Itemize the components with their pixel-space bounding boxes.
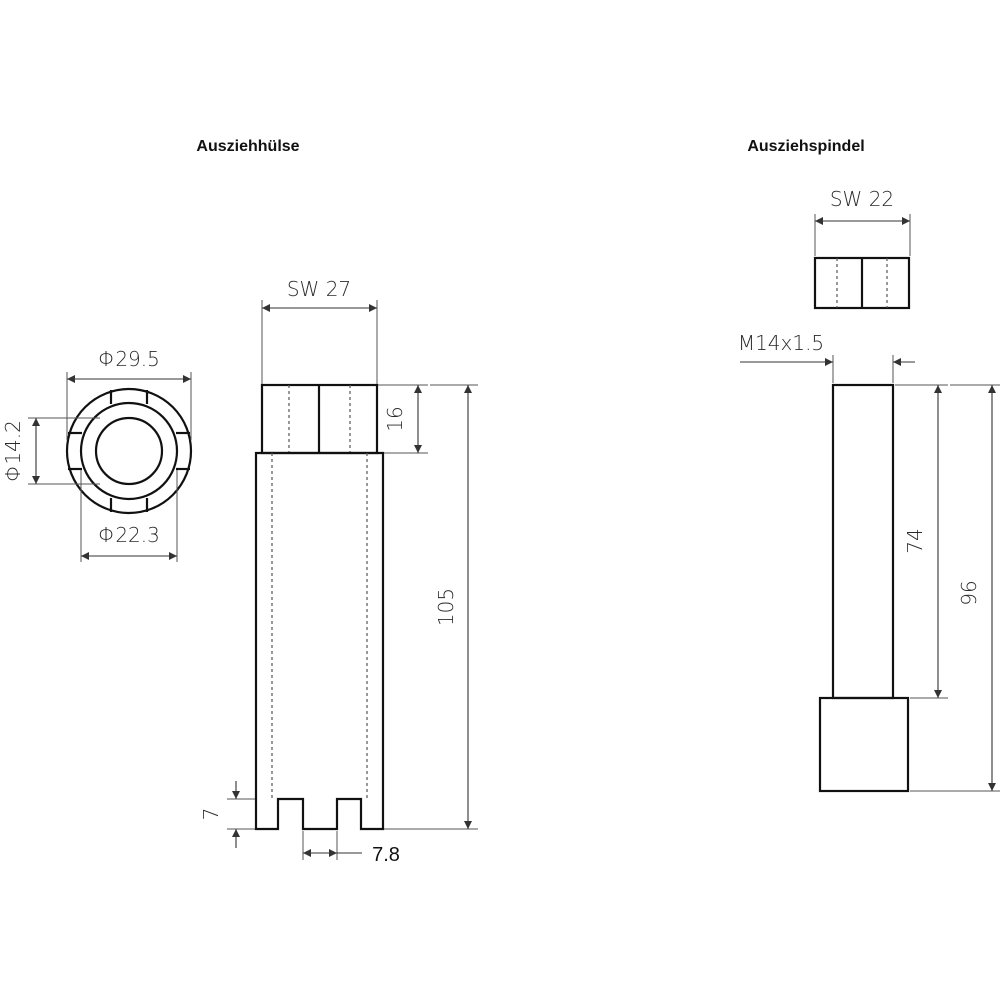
- dim-slot-depth: 7: [199, 808, 223, 821]
- spindle-hex-head: [818, 696, 910, 793]
- dim-mid-diameter: Φ22.3: [98, 523, 160, 547]
- sleeve-bore-circle: [94, 416, 164, 486]
- dim-sleeve-across-flats: SW 27: [287, 277, 351, 301]
- sleeve-mid-circle: [79, 401, 179, 501]
- sleeve-side-view: SW 27 16 105 7 7.8: [199, 277, 478, 866]
- dim-spindle-length: 96: [957, 580, 981, 605]
- dim-slot-width: 7.8: [372, 844, 400, 866]
- spindle-title: Ausziehspindel: [747, 138, 864, 155]
- sleeve-end-view: Φ29.5 Φ14.2 Φ22.3: [1, 347, 193, 562]
- spindle-thread-rod: [831, 383, 895, 700]
- sleeve-body: [254, 451, 385, 831]
- spindle-views: SW 22 M14x1.5 74 96: [738, 187, 1000, 793]
- dim-outer-diameter: Φ29.5: [98, 347, 160, 371]
- dim-thread-length: 74: [903, 528, 927, 553]
- dim-spindle-across-flats: SW 22: [830, 187, 894, 211]
- dim-thread: M14x1.5: [738, 331, 824, 355]
- dim-head-height: 16: [383, 406, 407, 431]
- sleeve-title: Ausziehhülse: [196, 138, 299, 155]
- dim-sleeve-length: 105: [434, 588, 458, 626]
- sleeve-outer-circle: [65, 387, 193, 515]
- dim-inner-diameter: Φ14.2: [1, 420, 25, 482]
